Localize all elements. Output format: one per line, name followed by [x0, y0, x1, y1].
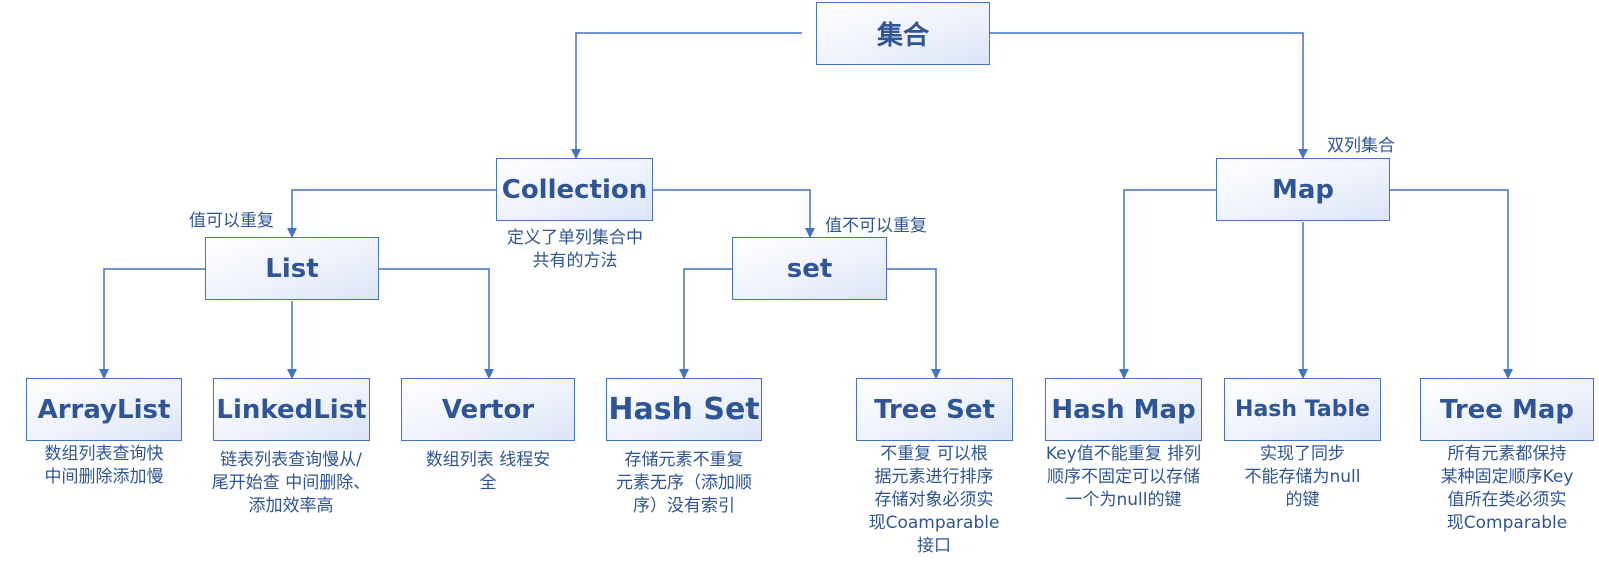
edge-map-hashmap — [1119, 189, 1216, 379]
collection-note: 定义了单列集合中 共有的方法 — [507, 228, 643, 271]
linkedlist-note: 链表列表查询慢从/ 尾开始查 中间删除、 添加效率高 — [211, 450, 371, 516]
list-node: List — [205, 237, 379, 300]
edge-map-treemap — [1390, 189, 1513, 379]
not-repeatable-label: 值不可以重复 — [825, 216, 927, 236]
hashset-note: 存储元素不重复 元素无序（添加顺 序）没有索引 — [616, 450, 752, 516]
double-column-label: 双列集合 — [1327, 136, 1395, 156]
edge-root-map — [990, 32, 1308, 159]
hashmap-note: Key值不能重复 排列 顺序不固定可以存储 一个为null的键 — [1045, 444, 1202, 510]
edge-collection-list — [287, 189, 496, 238]
treeset-node: Tree Set — [856, 378, 1013, 441]
arraylist-node: ArrayList — [26, 378, 182, 441]
edge-root-collection — [571, 32, 802, 159]
repeatable-label: 值可以重复 — [189, 211, 274, 231]
vertor-node: Vertor — [401, 378, 575, 441]
treemap-node: Tree Map — [1420, 378, 1594, 441]
arraylist-note: 数组列表查询快 中间删除添加慢 — [44, 444, 164, 487]
collection-node: Collection — [496, 158, 653, 221]
root-node: 集合 — [816, 2, 990, 65]
hashset-node: Hash Set — [606, 378, 762, 441]
linkedlist-node: LinkedList — [213, 378, 370, 441]
edge-list-vertor — [379, 268, 494, 379]
vertor-note: 数组列表 线程安 全 — [425, 450, 551, 493]
hashtable-note: 实现了同步 不能存储为null 的键 — [1244, 444, 1361, 510]
edge-set-treeset — [887, 268, 941, 379]
treeset-note: 不重复 可以根 据元素进行排序 存储对象必须实 现Coamparable 接口 — [868, 444, 1000, 556]
hashmap-node: Hash Map — [1045, 378, 1202, 441]
hashtable-node: Hash Table — [1224, 378, 1381, 441]
edge-collection-set — [653, 189, 815, 238]
edge-set-hashset — [679, 268, 732, 379]
set-node: set — [732, 237, 887, 300]
map-node: Map — [1216, 158, 1390, 221]
edge-list-arraylist — [99, 268, 205, 379]
treemap-note: 所有元素都保持 某种固定顺序Key 值所在类必须实 现Comparable — [1440, 444, 1574, 533]
